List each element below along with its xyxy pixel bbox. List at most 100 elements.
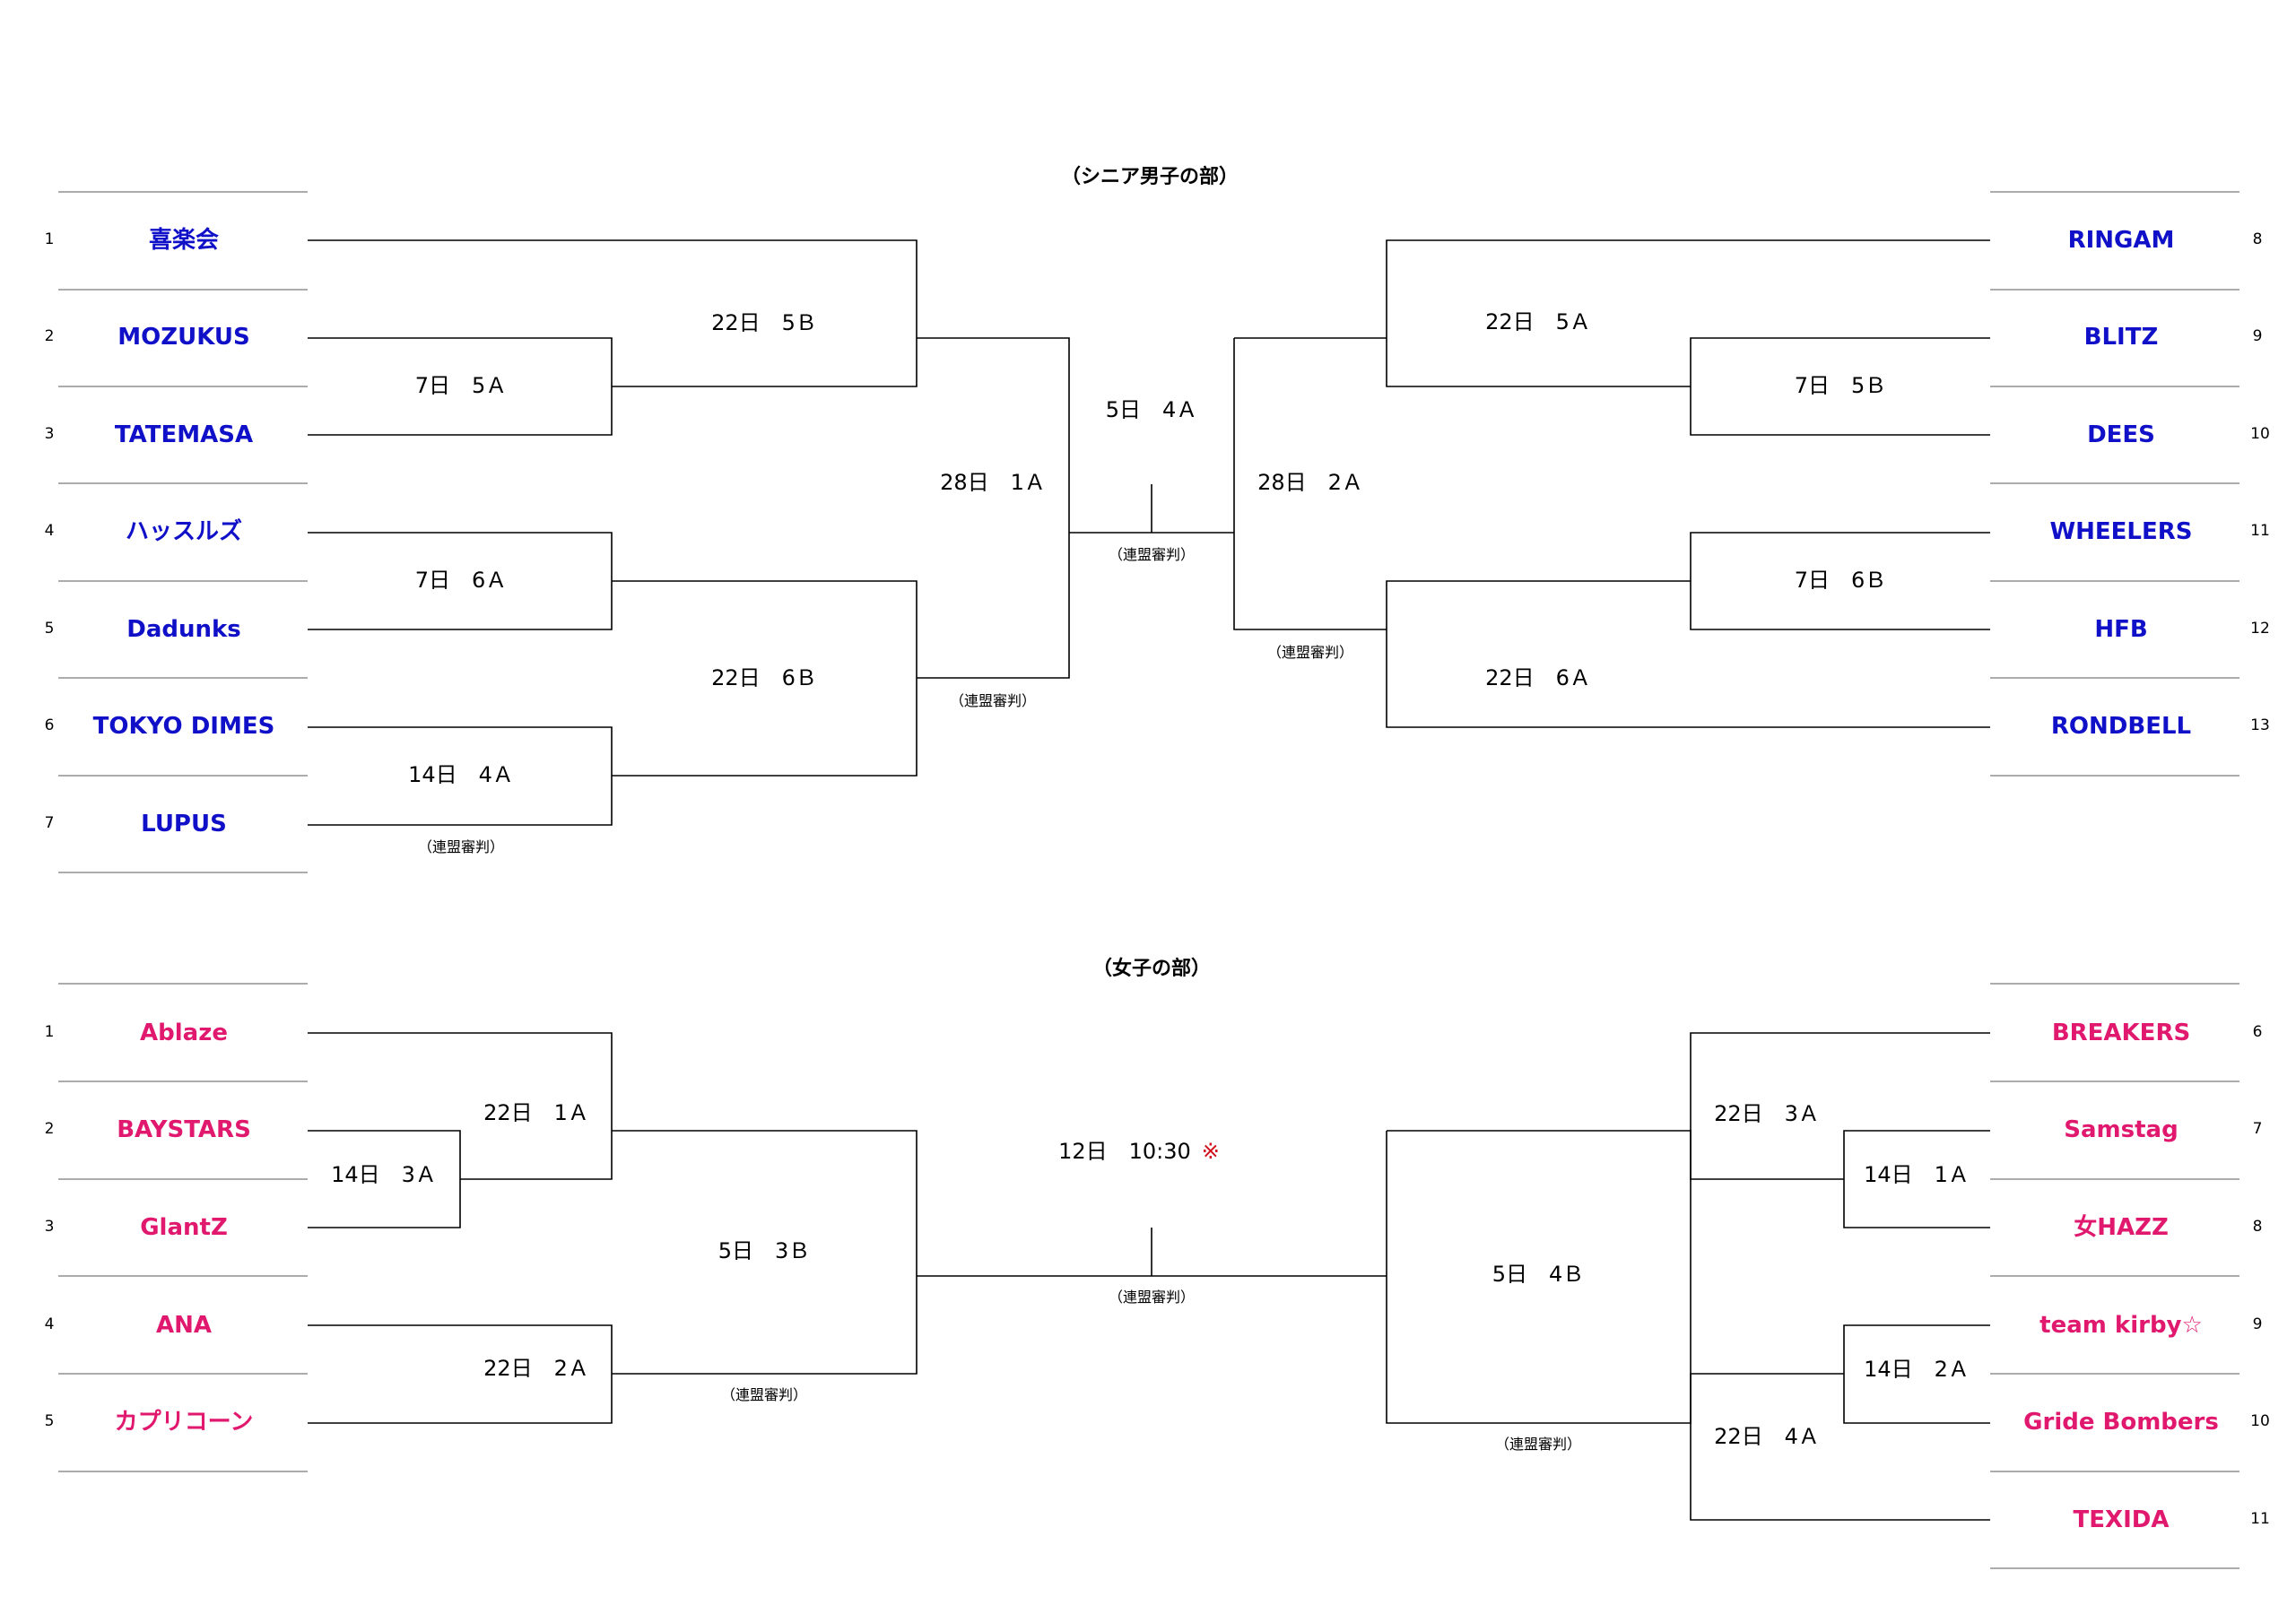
match-label: 22日 6Ａ (1485, 665, 1591, 690)
men-left-teams: 1 喜楽会 2 MOZUKUS 3 TATEMASA 4 ハッスルズ 5 Dad… (45, 227, 275, 838)
match-label: 5日 4Ｂ (1492, 1262, 1585, 1287)
match-label: 22日 5Ａ (1485, 309, 1591, 334)
seed-number: 8 (2253, 230, 2263, 248)
team-name: TATEMASA (115, 421, 253, 448)
team-name: BLITZ (2084, 324, 2159, 351)
referee-note: （連盟審判） (1109, 546, 1195, 563)
match-label: 22日 1Ａ (483, 1100, 589, 1125)
men-right-teams: RINGAM 8 BLITZ 9 DEES 10 WHEELERS 11 HFB… (2049, 227, 2269, 740)
match-label: 5日 4Ａ (1106, 397, 1198, 422)
match-label: 7日 6Ａ (415, 568, 508, 593)
men-referee-notes: （連盟審判） （連盟審判） （連盟審判） （連盟審判） (418, 546, 1353, 855)
team-name: WHEELERS (2049, 518, 2192, 545)
seed-number: 8 (2253, 1218, 2263, 1236)
seed-number: 10 (2250, 1412, 2270, 1430)
team-name: team kirby☆ (2039, 1312, 2203, 1339)
women-left-teams: 1 Ablaze 2 BAYSTARS 3 GlantZ 4 ANA 5 カプリ… (45, 1020, 254, 1436)
team-name: LUPUS (141, 811, 227, 838)
team-name: Samstag (2064, 1116, 2178, 1143)
men-final-lines (1069, 484, 1234, 534)
seed-number: 5 (45, 620, 55, 638)
match-label: 7日 6Ｂ (1795, 568, 1887, 593)
seed-number: 4 (45, 522, 55, 540)
team-name: DEES (2087, 421, 2155, 448)
women-right-bracket-lines (1386, 1032, 1990, 1521)
seed-number: 1 (45, 1023, 55, 1041)
women-right-separators (1990, 983, 2239, 1569)
seed-number: 2 (45, 1120, 55, 1138)
team-name: Ablaze (140, 1020, 228, 1046)
women-left-bracket-lines (308, 1032, 918, 1424)
seed-number: 13 (2250, 716, 2270, 734)
team-name: Dadunks (126, 616, 241, 643)
team-name: HFB (2094, 616, 2147, 643)
women-match-labels: 14日 3Ａ 22日 1Ａ 22日 2Ａ 5日 3Ｂ 12日 10:30 ※ 5日… (331, 1100, 1970, 1449)
referee-note: （連盟審判） (721, 1386, 807, 1403)
men-title: （シニア男子の部） (1061, 165, 1239, 188)
team-name: MOZUKUS (117, 324, 249, 351)
team-name: Gride Bombers (2023, 1409, 2219, 1436)
men-right-bracket-lines (1233, 239, 1990, 728)
seed-number: 7 (45, 814, 55, 832)
women-title: （女子の部） (1092, 957, 1211, 980)
match-label: 14日 4Ａ (408, 762, 514, 787)
referee-note: （連盟審判） (418, 838, 504, 855)
seed-number: 1 (45, 230, 55, 248)
match-label: 28日 2Ａ (1257, 470, 1363, 495)
team-name: 女HAZZ (2074, 1213, 2169, 1241)
match-label: 22日 6Ｂ (711, 665, 817, 690)
note-mark: ※ (1202, 1139, 1220, 1164)
team-name: TEXIDA (2074, 1506, 2170, 1533)
men-left-bracket-lines (308, 239, 1070, 826)
women-final-label: 12日 10:30 ※ (1058, 1139, 1220, 1164)
team-name: カプリコーン (115, 1409, 254, 1436)
match-label: 22日 4Ａ (1714, 1424, 1820, 1449)
match-label: 7日 5Ａ (415, 373, 508, 398)
team-name: RONDBELL (2051, 713, 2191, 740)
seed-number: 6 (45, 716, 55, 734)
team-name: RINGAM (2068, 227, 2175, 254)
seed-number: 5 (45, 1412, 55, 1430)
match-label: 14日 3Ａ (331, 1162, 437, 1187)
match-label: 12日 10:30 (1058, 1139, 1191, 1164)
seed-number: 3 (45, 425, 55, 443)
match-label: 5日 3Ｂ (718, 1238, 811, 1263)
women-referee-notes: （連盟審判） （連盟審判） （連盟審判） (721, 1289, 1581, 1453)
seed-number: 11 (2250, 522, 2270, 540)
men-match-labels: 7日 5Ａ 7日 6Ａ 14日 4Ａ 22日 5Ｂ 22日 6Ｂ 28日 1Ａ … (408, 309, 1886, 787)
team-name: GlantZ (140, 1214, 228, 1241)
seed-number: 9 (2253, 327, 2263, 345)
women-bracket: （女子の部） 1 Ablaze 2 BAYSTARS 3 GlantZ 4 (45, 957, 2270, 1569)
referee-note: （連盟審判） (950, 692, 1036, 709)
match-label: 28日 1Ａ (940, 470, 1046, 495)
seed-number: 12 (2250, 620, 2270, 638)
men-left-separators (58, 191, 308, 873)
referee-note: （連盟審判） (1109, 1289, 1195, 1306)
seed-number: 11 (2250, 1510, 2270, 1528)
seed-number: 10 (2250, 425, 2270, 443)
match-label: 14日 1Ａ (1864, 1162, 1970, 1187)
women-left-separators (58, 983, 308, 1472)
match-label: 7日 5Ｂ (1795, 373, 1887, 398)
match-label: 14日 2Ａ (1864, 1357, 1970, 1382)
match-label: 22日 5Ｂ (711, 310, 817, 335)
women-final-lines (917, 1228, 1387, 1277)
team-name: BREAKERS (2052, 1020, 2190, 1046)
team-name: 喜楽会 (149, 227, 219, 254)
men-right-separators (1990, 191, 2239, 777)
team-name: TOKYO DIMES (93, 713, 275, 740)
referee-note: （連盟審判） (1495, 1436, 1581, 1453)
seed-number: 4 (45, 1315, 55, 1333)
women-right-teams: BREAKERS 6 Samstag 7 女HAZZ 8 team kirby☆… (2023, 1020, 2270, 1533)
seed-number: 2 (45, 327, 55, 345)
seed-number: 6 (2253, 1023, 2263, 1041)
referee-note: （連盟審判） (1267, 644, 1353, 661)
men-bracket: （シニア男子の部） 1 喜楽会 2 MOZUKUS (45, 165, 2270, 873)
seed-number: 7 (2253, 1120, 2263, 1138)
seed-number: 9 (2253, 1315, 2263, 1333)
match-label: 22日 2Ａ (483, 1356, 589, 1381)
team-name: ハッスルズ (126, 517, 242, 545)
team-name: BAYSTARS (117, 1116, 251, 1143)
match-label: 22日 3Ａ (1714, 1101, 1820, 1126)
